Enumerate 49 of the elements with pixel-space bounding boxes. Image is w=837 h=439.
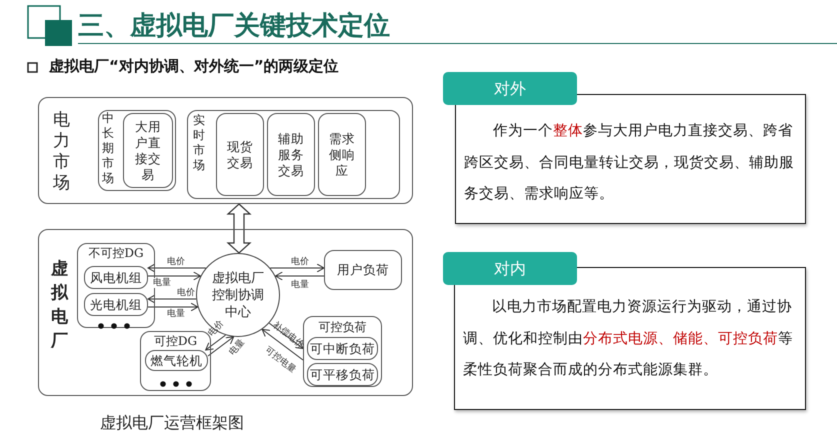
arrow xyxy=(148,302,198,312)
box-title: 实时市场 xyxy=(193,113,206,173)
edge-label: 电价 xyxy=(176,288,196,298)
paragraph: 以电力市场配置电力资源运行为驱动，通过协调、优化和控制由分布式电源、储能、可控负荷等柔性负荷聚合而成的分布式能源集群。 xyxy=(463,298,794,380)
arrow xyxy=(148,264,206,272)
box-title: 可控DG xyxy=(152,333,198,349)
group-box xyxy=(38,97,413,204)
edge-label: 电量 xyxy=(166,309,186,319)
box: 可中断负荷 xyxy=(307,337,378,360)
group-box xyxy=(98,110,176,191)
subtitle: 虚拟电厂“对内协调、对外统一”的两级定位 xyxy=(49,57,339,76)
double-arrow xyxy=(226,203,252,254)
box: 燃气轮机 xyxy=(145,350,208,371)
edge-label: 可控电量 xyxy=(262,346,298,376)
box: 大用户直接交易 xyxy=(123,113,173,188)
edge-label: 电价 xyxy=(290,257,310,267)
box-title: 可控负荷 xyxy=(318,319,368,335)
edge-label: 电量 xyxy=(290,280,310,290)
arrow xyxy=(270,264,324,272)
box: 可平移负荷 xyxy=(307,363,378,386)
arrow xyxy=(208,336,234,356)
arrow xyxy=(274,272,324,280)
title: 三、虚拟电厂关键技术定位 xyxy=(78,10,390,43)
box: 光电机组 xyxy=(84,293,148,316)
group-box xyxy=(38,229,413,396)
edge-label: 电量 xyxy=(227,336,248,358)
edge-label: 电量 xyxy=(152,278,172,288)
box: 辅助服务交易 xyxy=(267,113,315,196)
box: 现货交易 xyxy=(216,113,264,196)
arrow xyxy=(148,294,197,304)
box-title: 不可控DG xyxy=(87,245,145,261)
box: 需求侧响应 xyxy=(318,113,366,196)
tab-label: 对内 xyxy=(443,252,577,285)
group-box xyxy=(77,243,155,328)
box: 用户负荷 xyxy=(324,250,402,290)
edge-label: 电价 xyxy=(206,318,227,340)
caption: 虚拟电厂运营框架图 xyxy=(100,413,244,434)
box-title: 电力市场 xyxy=(53,110,71,194)
box: 风电机组 xyxy=(84,266,148,289)
box-title: 中长期市场 xyxy=(102,111,115,186)
group-box xyxy=(303,316,382,387)
arrow xyxy=(262,328,304,360)
arrow xyxy=(205,334,226,350)
tab-label: 对外 xyxy=(443,72,577,105)
box-title: 虚拟电厂 xyxy=(51,258,70,353)
arrow xyxy=(148,272,202,280)
paragraph: 作为一个整体参与大用户电力直接交易、跨省跨区交易、合同电量转让交易，现货交易、辅助服务交易、需求响应等。 xyxy=(464,122,795,204)
group-box xyxy=(187,110,400,199)
edge-label: 电价 xyxy=(166,257,186,267)
